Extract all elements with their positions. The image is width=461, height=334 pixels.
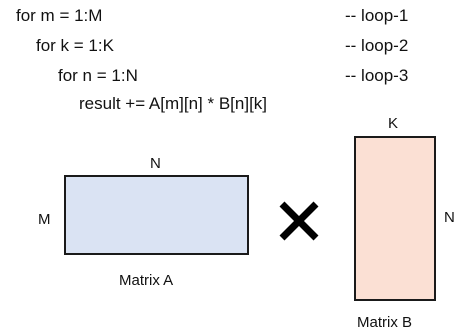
matrix-b-width-label: K — [388, 115, 399, 132]
loop-label-1: -- loop-1 — [345, 6, 409, 25]
matrix-a — [64, 175, 249, 255]
multiply-icon — [279, 201, 319, 241]
matrix-b — [354, 136, 436, 301]
matrix-a-caption: Matrix A — [119, 272, 174, 289]
matrix-b-height-label: N — [444, 209, 455, 226]
loop-label-2: -- loop-2 — [345, 36, 409, 55]
matrix-b-caption: Matrix B — [357, 314, 413, 331]
loop-label-3: -- loop-3 — [345, 66, 409, 85]
code-line-result: result += A[m][n] * B[n][k] — [79, 94, 268, 113]
code-line-loop-k: for k = 1:K — [36, 36, 114, 55]
matrix-a-height-label: M — [38, 211, 51, 228]
matrix-a-width-label: N — [150, 155, 161, 172]
code-line-loop-n: for n = 1:N — [58, 66, 138, 85]
code-line-loop-m: for m = 1:M — [16, 6, 103, 25]
